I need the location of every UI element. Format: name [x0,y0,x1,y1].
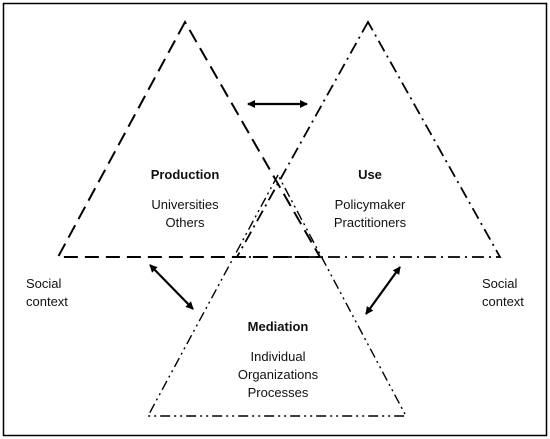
social-context-right-line-1: Social [482,276,518,291]
mediation-triangle [146,173,408,417]
social-context-left-line-1: Social [26,276,62,291]
use-title: Use [358,167,382,182]
use-triangle [235,20,502,258]
social-context-right-line-2: context [482,294,524,309]
mediation-line-2: Organizations [237,367,319,382]
mediation-line-1: Individual [250,349,306,364]
production-line-1: Universities [151,197,219,212]
mediation-title: Mediation [247,319,309,334]
production-mediation-arrow [149,264,194,310]
production-title: Production [150,167,220,182]
social-context-left-line-2: context [26,294,68,309]
use-mediation-arrow [365,266,401,315]
use-line-2: Practitioners [333,215,407,230]
use-line-1: Policymaker [334,197,406,212]
production-line-2: Others [165,215,205,230]
mediation-line-3: Processes [247,385,309,400]
production-triangle [56,19,322,258]
